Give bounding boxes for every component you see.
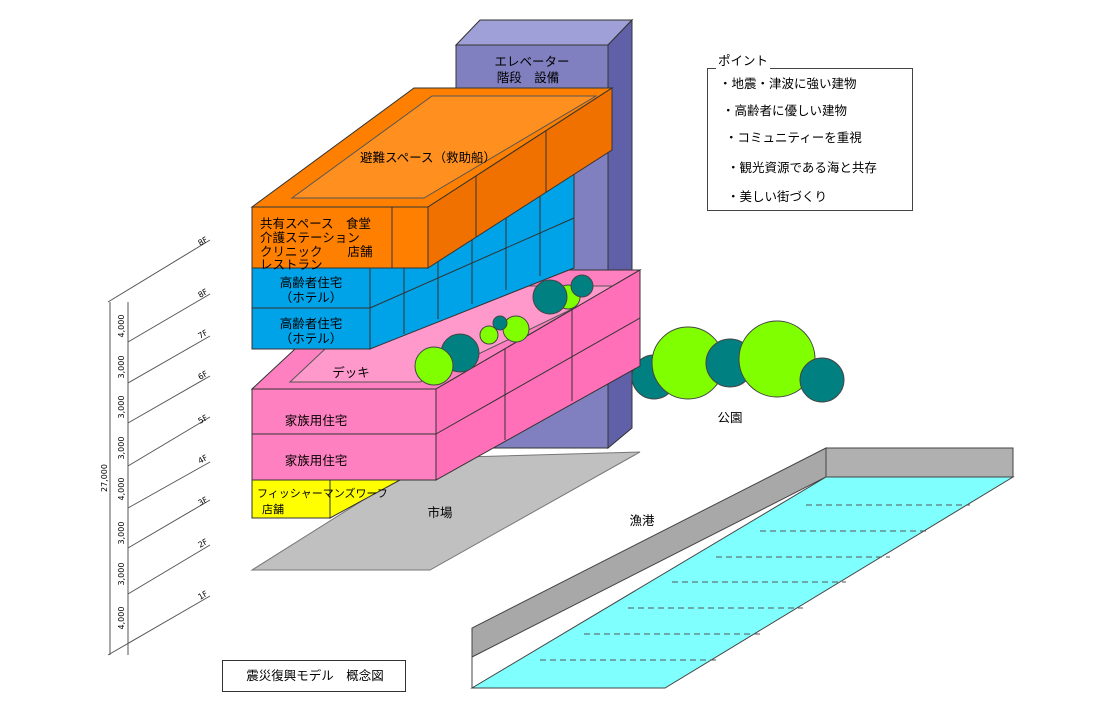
points-title: ポイント — [716, 53, 771, 69]
points-box — [707, 68, 913, 211]
segment-dim-label: 4,000 — [117, 478, 126, 501]
segment-dim-label: 3,000 — [117, 563, 126, 586]
orange-line-2: 介護ステーション — [260, 230, 360, 245]
caption-text: 震災復興モデル 概念図 — [246, 668, 384, 683]
floor-label: 8F — [197, 287, 210, 300]
orange-line-4: レストラン — [260, 257, 323, 272]
elderly-housing-lower-1: 高齢者住宅 — [280, 316, 343, 331]
segment-dim-label: 4,000 — [117, 607, 126, 630]
fisherman-wharf: フィッシャーマンズワーフ 店舗 — [251, 479, 436, 519]
orange-line-3: クリニック 店舗 — [260, 244, 373, 259]
segment-dim-label: 3,000 — [117, 437, 126, 460]
park-label: 公園 — [717, 410, 742, 425]
point-item: ・地震・津波に強い建物 — [719, 76, 857, 91]
wharf-label: フィッシャーマンズワーフ — [257, 486, 388, 500]
market-ground — [250, 451, 641, 571]
deck-label: デッキ — [332, 365, 370, 380]
total-dim-label: 27,000 — [100, 464, 109, 492]
floor-label: 6F — [197, 369, 210, 382]
floor-label: 3F — [197, 495, 210, 508]
dimension-labels: 1F 2F 3F 4F 5F 6F 7F 8F 8F 4,000 3,000 3,000 4,000 3,… — [100, 235, 210, 630]
floor-label: 2F — [197, 537, 210, 550]
wharf-store-label: 店舗 — [262, 502, 284, 516]
segment-dim-label: 3,000 — [117, 396, 126, 419]
caption-box: 震災復興モデル 概念図 — [222, 660, 406, 692]
point-item: ・高齢者に優しい建物 — [722, 103, 848, 118]
floor-label: 5F — [197, 413, 210, 426]
elderly-housing-upper-2: （ホテル） — [280, 290, 343, 305]
elderly-housing-upper-1: 高齢者住宅 — [280, 275, 343, 290]
deck-trees — [414, 274, 594, 386]
segment-dim-label: 4,000 — [117, 315, 126, 338]
tower-label-2: 階段 設備 — [497, 70, 560, 85]
harbor — [470, 447, 1015, 689]
family-housing-lower: 家族用住宅 — [285, 453, 348, 468]
floor-label: 1F — [197, 589, 210, 602]
evacuation-block: 避難スペース（救助船） 共有スペース 食堂 介護ステーション クリニック 店舗 … — [250, 87, 614, 272]
dimension-scale — [107, 239, 211, 656]
point-item: ・コミュニティーを重視 — [725, 130, 862, 145]
orange-line-1: 共有スペース 食堂 — [260, 216, 371, 231]
harbor-label: 漁港 — [629, 513, 655, 528]
family-housing-upper: 家族用住宅 — [285, 413, 348, 428]
market-label: 市場 — [427, 505, 452, 520]
point-item: ・観光資源である海と共存 — [727, 160, 877, 175]
evacuation-label: 避難スペース（救助船） — [360, 150, 496, 165]
elderly-housing-block: 高齢者住宅 （ホテル） 高齢者住宅 （ホテル） — [251, 167, 575, 350]
floor-label: 8F — [197, 235, 210, 248]
elderly-housing-lower-2: （ホテル） — [280, 331, 343, 346]
segment-dim-label: 3,000 — [117, 522, 126, 545]
floor-label: 7F — [197, 328, 210, 341]
tower-label-1: エレベーター — [494, 54, 569, 69]
point-item: ・美しい街づくり — [727, 189, 828, 204]
park-trees — [631, 320, 845, 403]
floor-label: 4F — [197, 453, 210, 466]
segment-dim-label: 3,000 — [117, 356, 126, 379]
